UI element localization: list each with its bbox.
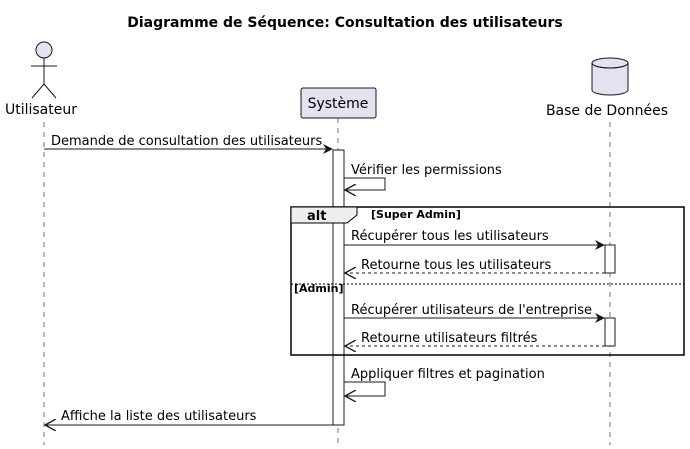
participant-box-systeme	[300, 87, 377, 119]
database-cylinder-icon	[591, 57, 629, 96]
alt-guard-super-admin: [Super Admin]	[371, 208, 461, 221]
alt-operator-label: alt	[307, 209, 326, 224]
message-label-5: Récupérer utilisateurs de l'entreprise	[351, 303, 592, 318]
activation-db-2	[604, 317, 616, 347]
participant-label-systeme: Système	[308, 96, 369, 112]
message-label-6: Retourne utilisateurs filtrés	[361, 331, 538, 346]
message-label-4: Retourne tous les utilisateurs	[361, 258, 552, 273]
participant-base-de-donnees: Base de Données	[546, 57, 668, 119]
actor-stick-figure-icon	[31, 41, 57, 99]
alt-operator-tab	[290, 206, 358, 224]
participant-systeme: Système	[300, 87, 377, 119]
activation-db-1	[604, 244, 616, 274]
message-label-1: Demande de consultation des utilisateurs	[51, 134, 322, 149]
activation-systeme	[332, 149, 345, 426]
message-label-3: Récupérer tous les utilisateurs	[351, 229, 549, 244]
message-arrow-7	[344, 381, 386, 396]
participant-label-base-de-donnees: Base de Données	[546, 103, 668, 119]
message-arrow-2	[344, 177, 386, 190]
participant-label-utilisateur: Utilisateur	[5, 102, 77, 118]
alt-fragment-frame	[290, 206, 685, 356]
message-label-8: Affiche la liste des utilisateurs	[61, 409, 257, 424]
message-label-7: Appliquer filtres et pagination	[351, 367, 545, 382]
alt-fragment: alt [Super Admin] [Admin]	[290, 206, 685, 356]
actor-utilisateur: Utilisateur	[5, 41, 77, 118]
diagram-title: Diagramme de Séquence: Consultation des …	[127, 15, 562, 31]
message-label-2: Vérifier les permissions	[351, 163, 502, 178]
alt-guard-admin: [Admin]	[294, 282, 344, 295]
